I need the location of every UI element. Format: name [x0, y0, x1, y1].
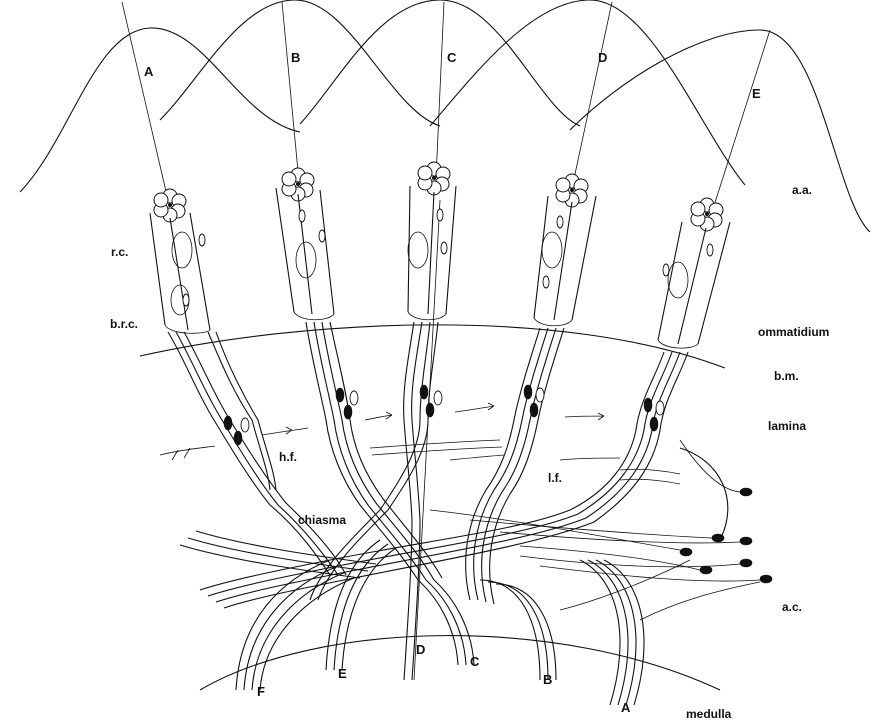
- fiber-bundle-b: [480, 580, 556, 680]
- medulla-label: medulla: [686, 707, 732, 721]
- acceptance-curve-c: [300, 0, 580, 126]
- fiber-bundle-c: [418, 580, 474, 665]
- long-fibers-label: l.f.: [548, 471, 562, 485]
- rhabdom-rosette-3: [418, 162, 450, 195]
- amacrine-cells: [430, 440, 772, 620]
- fiber-label-c: C: [470, 654, 480, 669]
- ommatidium-4: [466, 174, 596, 604]
- horizontal-fiber-1: [160, 446, 215, 460]
- fiber-label-d: D: [416, 642, 425, 657]
- axis-label-c: C: [447, 50, 457, 65]
- acceptance-angle-label: a.a.: [792, 183, 812, 197]
- axis-label-a: A: [144, 64, 154, 79]
- ommatidium-label: ommatidium: [758, 325, 829, 339]
- horizontal-fiber-4: [455, 403, 494, 412]
- acceptance-curve-e: [570, 30, 870, 232]
- fiber-bundle-f: [236, 560, 354, 690]
- rhabdom-rosette-5: [691, 198, 723, 231]
- optical-axis-d: [572, 2, 612, 188]
- horizontal-fibers-label: h.f.: [279, 450, 297, 464]
- axis-label-d: D: [598, 50, 607, 65]
- chiasma-label: chiasma: [298, 513, 346, 527]
- basal-retinula-cells-label: b.r.c.: [110, 317, 138, 331]
- optical-axis-b: [282, 2, 299, 182]
- lamina-label: lamina: [768, 419, 806, 433]
- fiber-label-f: F: [257, 684, 265, 699]
- amacrine-cell-body: [740, 488, 752, 496]
- axis-c-through-neuropile: [414, 200, 440, 680]
- amacrine-cells-label: a.c.: [782, 600, 802, 614]
- fiber-label-b: B: [543, 672, 552, 687]
- acceptance-curve-a: [20, 28, 300, 192]
- fiber-label-a: A: [621, 700, 631, 715]
- lamina-curve: [680, 448, 728, 540]
- medulla-curve: [200, 636, 720, 690]
- ommatidium-3: [310, 162, 456, 680]
- optical-axis-a: [122, 2, 168, 200]
- optical-axis-e: [712, 30, 770, 212]
- basement-membrane-label: b.m.: [774, 369, 799, 383]
- optical-axis-c: [436, 2, 444, 178]
- acceptance-curve-d: [430, 0, 745, 185]
- fiber-bundle-a: [580, 560, 644, 705]
- ommatidium-5: [200, 198, 730, 608]
- axis-label-e: E: [752, 86, 761, 101]
- horizontal-fiber-2: [262, 427, 308, 435]
- horizontal-fiber-3: [365, 412, 392, 420]
- retinula-cells-label: r.c.: [111, 245, 128, 259]
- axis-label-b: B: [291, 50, 300, 65]
- rhabdom-rosette-1: [154, 189, 186, 222]
- fiber-label-e: E: [338, 666, 347, 681]
- horizontal-fiber-5: [565, 413, 604, 420]
- layer-boundaries: [140, 325, 728, 690]
